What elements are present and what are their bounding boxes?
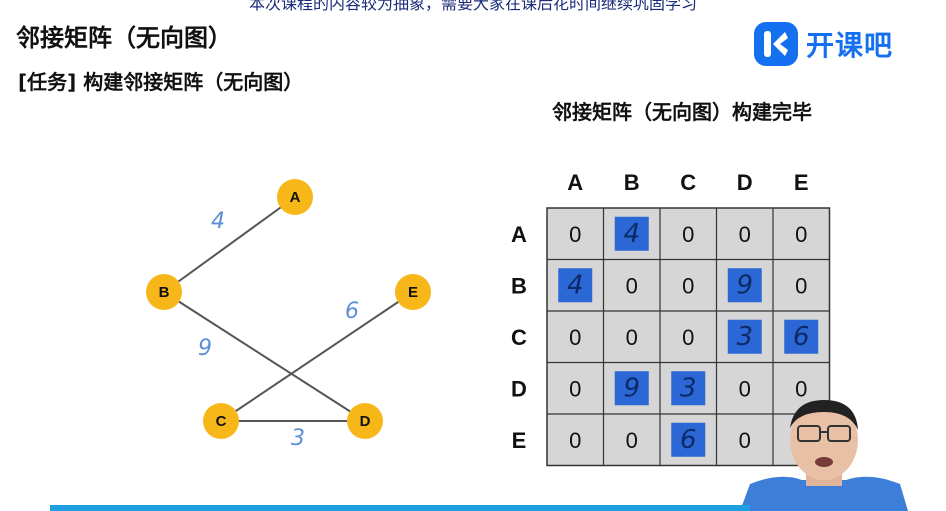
presenter-video bbox=[740, 400, 908, 511]
matrix-title: 邻接矩阵（无向图）构建完毕 bbox=[552, 100, 812, 124]
matrix-col-header-C: C bbox=[680, 170, 696, 195]
logo-text: 开课吧 bbox=[806, 29, 894, 62]
edge-B-D bbox=[163, 291, 366, 422]
matrix-cell-BE: 0 bbox=[795, 273, 807, 298]
matrix-cell-BD: 9 bbox=[736, 270, 753, 300]
matrix-cell-AB: 4 bbox=[623, 219, 640, 249]
matrix-col-header-D: D bbox=[737, 170, 753, 195]
graph-node-D bbox=[347, 403, 383, 439]
matrix-col-header-E: E bbox=[794, 170, 809, 195]
matrix-cell-BA: 4 bbox=[567, 270, 584, 300]
matrix-row-header-E: E bbox=[512, 428, 527, 453]
matrix-cell-DC: 3 bbox=[680, 373, 697, 403]
graph-node-B bbox=[146, 274, 182, 310]
matrix-cell-DA: 0 bbox=[569, 376, 581, 401]
page-title: 邻接矩阵（无向图） bbox=[16, 24, 232, 52]
graph-node-label-D: D bbox=[360, 413, 371, 430]
matrix-cell-EB: 0 bbox=[626, 428, 638, 453]
matrix-col-header-A: A bbox=[567, 170, 583, 195]
matrix-cell-highlight bbox=[727, 319, 762, 354]
matrix-cell-DE: 0 bbox=[795, 376, 807, 401]
matrix-cell-highlight bbox=[784, 319, 819, 354]
matrix-cell-BC: 0 bbox=[682, 273, 694, 298]
matrix-cell-CA: 0 bbox=[569, 325, 581, 350]
edge-B-A bbox=[163, 196, 296, 293]
matrix-cell-highlight bbox=[558, 268, 593, 303]
matrix-cell-DD: 0 bbox=[739, 376, 751, 401]
graph-node-E bbox=[395, 274, 431, 310]
matrix-col-header-B: B bbox=[624, 170, 640, 195]
edge-weight-C-D: 3 bbox=[291, 426, 305, 451]
matrix-cell-BB: 0 bbox=[626, 273, 638, 298]
matrix-cell-CB: 0 bbox=[626, 325, 638, 350]
matrix-cell-AE: 0 bbox=[795, 222, 807, 247]
brand-logo: 开课吧 bbox=[754, 22, 893, 66]
matrix-cell-EA: 0 bbox=[569, 428, 581, 453]
matrix-cell-EC: 6 bbox=[680, 425, 697, 455]
matrix-row-header-C: C bbox=[511, 325, 527, 350]
matrix-cell-highlight bbox=[671, 371, 706, 406]
matrix-cell-ED: 0 bbox=[739, 428, 751, 453]
edge-weight-B-A: 4 bbox=[211, 209, 225, 234]
matrix-row-header-A: A bbox=[511, 222, 527, 247]
matrix-row-header-D: D bbox=[511, 376, 527, 401]
edge-weight-C-E: 6 bbox=[345, 299, 359, 324]
task-heading: [任务] 构建邻接矩阵（无向图） bbox=[18, 70, 304, 94]
matrix-grid bbox=[546, 207, 831, 467]
graph-node-label-C: C bbox=[216, 413, 227, 430]
edge-weight-B-D: 9 bbox=[198, 336, 212, 361]
matrix-cell-highlight bbox=[671, 422, 706, 457]
matrix-cell-AA: 0 bbox=[569, 222, 581, 247]
matrix-cell-CE: 6 bbox=[793, 322, 810, 352]
graph-node-label-B: B bbox=[159, 284, 170, 301]
graph-node-A bbox=[277, 179, 313, 215]
subtitle-banner: 本次课程的内容较为抽象，需要大家在课后花时间继续巩固学习 bbox=[248, 0, 697, 13]
matrix-row-header-B: B bbox=[511, 273, 527, 298]
matrix-cell-CD: 3 bbox=[736, 322, 753, 352]
matrix-cell-AD: 0 bbox=[739, 222, 751, 247]
edge-C-E bbox=[220, 291, 414, 422]
graph-node-label-A: A bbox=[290, 189, 301, 206]
matrix-cell-AC: 0 bbox=[682, 222, 694, 247]
matrix-cell-CC: 0 bbox=[682, 325, 694, 350]
progress-accent-bar bbox=[50, 505, 750, 511]
graph-node-C bbox=[203, 403, 239, 439]
matrix-cell-highlight bbox=[614, 371, 649, 406]
matrix-cell-highlight bbox=[727, 268, 762, 303]
matrix-cell-highlight bbox=[614, 216, 649, 251]
graph-node-label-E: E bbox=[408, 284, 418, 301]
matrix-cell-DB: 9 bbox=[623, 373, 640, 403]
logo-k-icon bbox=[754, 22, 798, 66]
